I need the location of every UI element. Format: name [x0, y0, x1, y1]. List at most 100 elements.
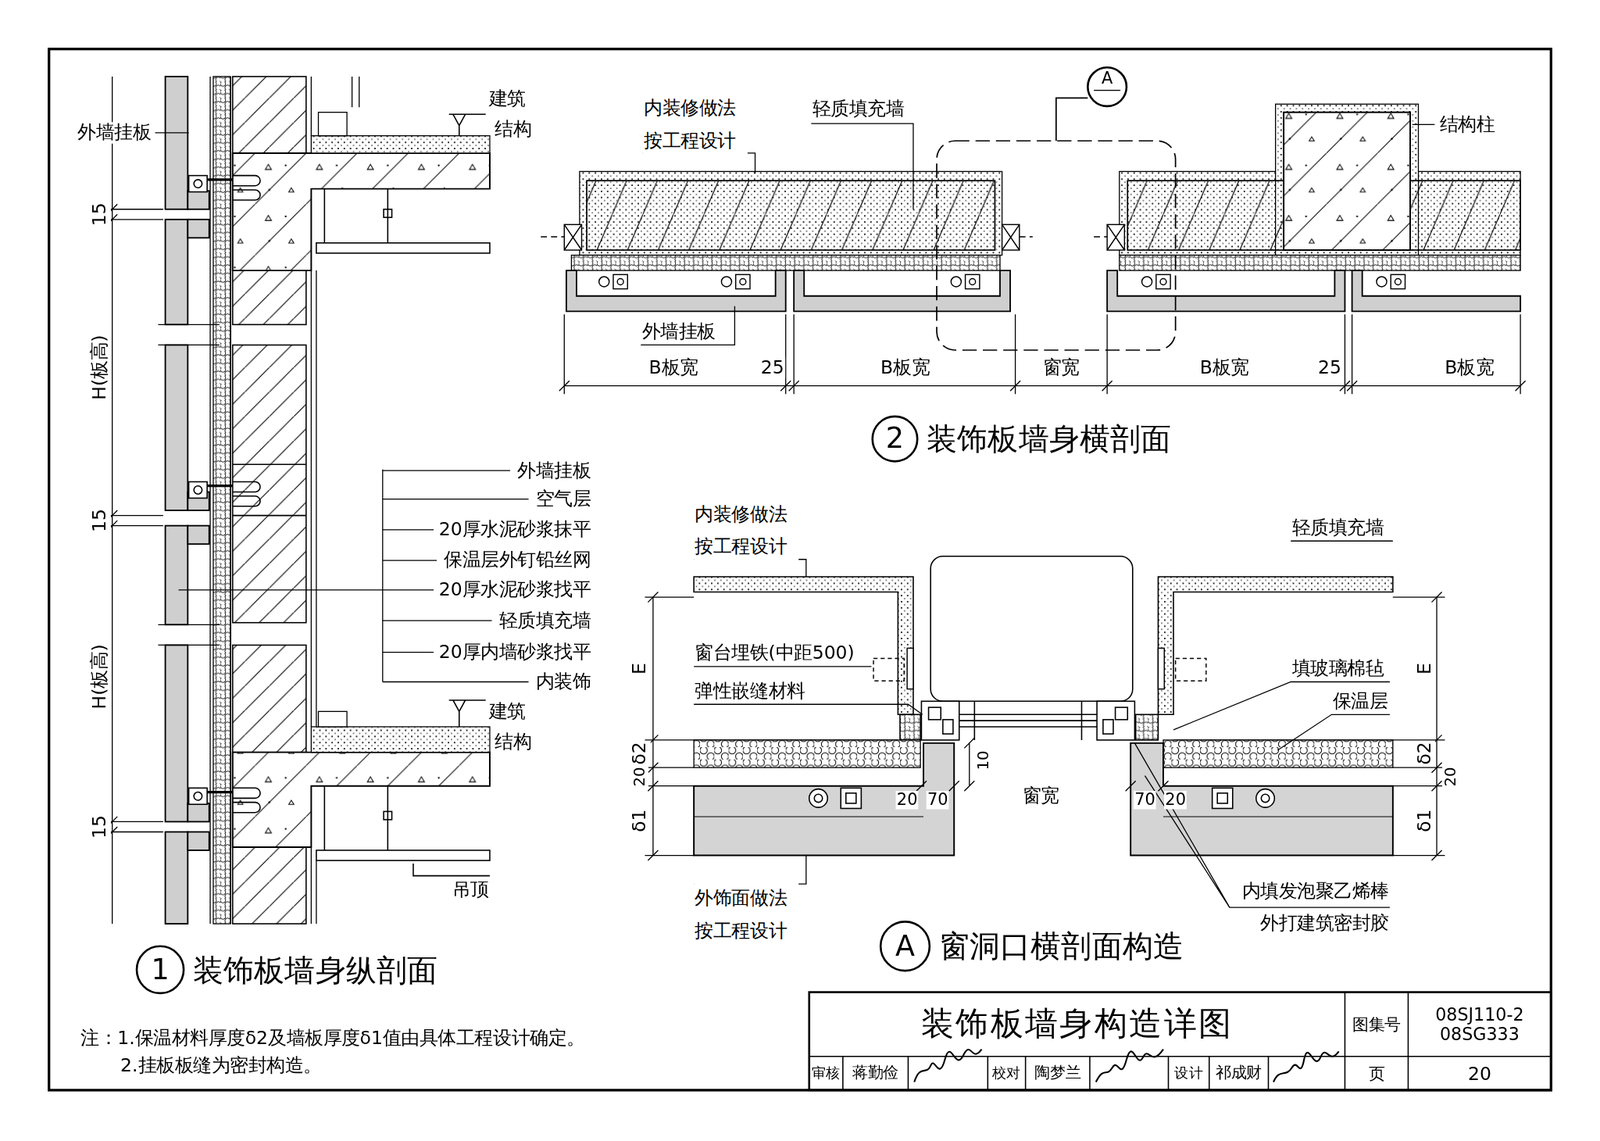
panel-bracket — [193, 179, 202, 188]
filler-wall — [232, 344, 307, 622]
section-title: 装饰板墙身横剖面 — [926, 421, 1172, 456]
wall-panel — [693, 815, 1393, 817]
insulation-layer — [213, 76, 231, 924]
leader-line — [1290, 540, 1393, 542]
elevation-mark — [449, 700, 486, 727]
floor-slab — [310, 76, 359, 924]
sheet-border — [49, 49, 1552, 1090]
title-block-text: 祁成财 — [1215, 1064, 1262, 1083]
panel-bracket — [193, 792, 202, 800]
structural-column — [1283, 112, 1411, 250]
dimension-line — [644, 596, 694, 855]
window-frame — [900, 556, 1158, 740]
index-divider — [1094, 89, 1121, 91]
detail-outline — [1056, 97, 1088, 141]
callout-label: 外墙挂板 — [76, 121, 153, 143]
title-block — [809, 992, 1552, 1090]
dimension-text: 70 — [1133, 790, 1157, 810]
window-frame — [1115, 707, 1129, 720]
filler-wall — [232, 464, 307, 515]
wall-panel — [1130, 742, 1393, 856]
panel-bracket — [599, 274, 1406, 289]
dimension-text: δ1 — [628, 807, 650, 833]
window-frame — [959, 700, 1097, 740]
wall-panel — [165, 644, 189, 822]
title-block-text: 页 — [1368, 1064, 1386, 1083]
dimension-text: 15 — [89, 201, 111, 228]
leader-line — [693, 703, 923, 715]
callout-label: 结构柱 — [1439, 114, 1497, 136]
callout-label: 轻质填充墙 — [497, 610, 592, 632]
title-block-text: 审核 — [811, 1064, 841, 1081]
embedded-iron — [873, 657, 904, 681]
wall-panel — [165, 525, 189, 625]
section-symbol: 1装饰板墙身纵剖面 — [135, 944, 186, 994]
title-block — [809, 992, 1552, 1090]
panel-bracket — [846, 792, 857, 804]
insulation-layer — [693, 739, 1393, 768]
suspended-ceiling — [324, 189, 388, 850]
window-frame — [1002, 224, 1020, 250]
title-block-cell: 图集号 — [1344, 992, 1408, 1057]
window-frame — [1103, 719, 1114, 734]
filler-wall — [586, 180, 995, 250]
interior-finish — [1275, 103, 1419, 255]
dimension-text: 窗宽 — [1042, 357, 1082, 379]
panel-bracket — [207, 179, 233, 793]
dimension-text: B板宽 — [1198, 357, 1250, 379]
callout-label: 内装修做法 按工程设计 — [693, 497, 798, 565]
title-block-text: 08SJ110-2 08SG333 — [1422, 1004, 1537, 1043]
leader-line — [155, 132, 190, 133]
wall-panel — [187, 803, 209, 822]
embedded-iron — [907, 647, 914, 689]
floor-slab — [318, 710, 348, 727]
dimension-text: 15 — [89, 507, 111, 534]
signature — [914, 1049, 982, 1083]
title-block-text: 20 — [1467, 1062, 1492, 1083]
wall-panel — [187, 219, 209, 239]
embedded-iron — [1175, 657, 1207, 681]
dimension-text: 25 — [1317, 357, 1343, 379]
panel-bracket — [814, 793, 822, 802]
dimension-text: B板宽 — [879, 357, 932, 379]
dimension-line — [964, 737, 975, 791]
suspended-ceiling — [383, 810, 392, 819]
window-frame — [1096, 700, 1135, 740]
signature — [1273, 1050, 1340, 1082]
floor-slab — [232, 752, 490, 847]
callout-label: 外墙挂板 — [516, 460, 593, 482]
embedded-iron — [873, 647, 1207, 689]
filler-wall — [232, 76, 307, 154]
callout-label: 结构 — [493, 118, 533, 140]
title-block-text: 校对 — [992, 1064, 1022, 1081]
section-symbol: 2装饰板墙身横剖面 — [871, 415, 918, 463]
callout-label: 建筑 — [487, 88, 527, 110]
dimension-text: E — [1414, 661, 1436, 675]
dimension-text: δ2 — [1414, 740, 1436, 766]
wall-panel — [165, 219, 189, 325]
insulation-layer — [210, 76, 231, 924]
dimension-line — [559, 314, 1526, 394]
detail-index-symbol: A — [1086, 66, 1128, 108]
floor-slab — [232, 153, 490, 271]
panel-bracket — [232, 175, 261, 813]
panel-bracket — [189, 175, 208, 193]
title-block-text: 蒋勤俭 — [852, 1064, 899, 1083]
window-frame — [540, 224, 1125, 250]
panel-bracket — [599, 276, 610, 287]
wall-panel — [187, 831, 209, 850]
insulation-layer — [571, 255, 1521, 272]
interior-finish — [1157, 576, 1393, 715]
panel-bracket — [809, 789, 829, 808]
callout-label: 填玻璃棉毡 — [1290, 657, 1385, 679]
window-frame — [928, 707, 942, 720]
dimension-line — [103, 209, 164, 833]
note-text: 注：1.保温材料厚度δ2及墙板厚度δ1值由具体工程设计确定。 — [79, 1027, 586, 1049]
structural-column — [1283, 112, 1411, 250]
title-block-text: 图集号 — [1352, 1014, 1402, 1033]
panel-bracket — [1212, 787, 1233, 808]
insulation-layer — [1119, 255, 1521, 272]
panel-bracket — [1160, 278, 1167, 286]
filler-wall — [232, 644, 307, 752]
interior-finish — [693, 576, 914, 715]
